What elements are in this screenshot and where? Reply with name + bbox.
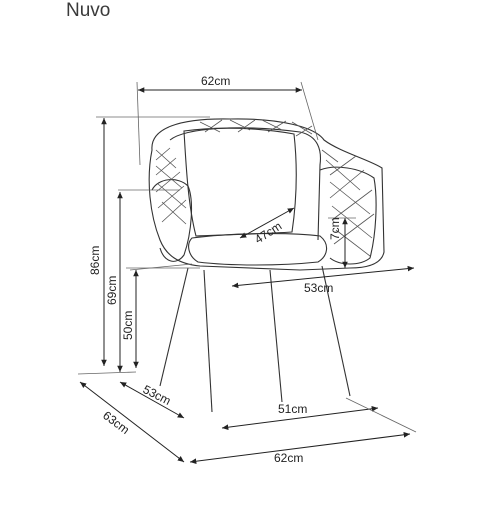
leg-back-left — [159, 267, 189, 387]
left-armrest — [151, 179, 192, 262]
leg-front-left — [203, 269, 213, 413]
backrest-shell — [148, 118, 385, 271]
leg-front-right — [269, 269, 283, 403]
dimension-lines — [77, 81, 417, 464]
label-armrest-height: 69cm — [105, 276, 119, 305]
label-bottom-width: 62cm — [274, 451, 303, 465]
label-top-width: 62cm — [201, 74, 230, 88]
label-legs-width: 51cm — [278, 402, 307, 416]
product-title: Nuvo — [66, 0, 111, 21]
chair-outline — [148, 118, 385, 413]
label-total-depth: 63cm — [100, 408, 132, 437]
label-backrest-cushion: 7cm — [328, 217, 342, 240]
label-seat-height: 50cm — [121, 311, 135, 340]
label-seat-width: 53cm — [304, 281, 333, 295]
seat-cushion-back — [183, 127, 297, 237]
shell-inner-edge — [169, 127, 322, 241]
label-total-height: 86cm — [88, 246, 102, 275]
weave-pattern — [155, 119, 375, 257]
label-legs-depth: 53cm — [141, 382, 174, 408]
right-armrest — [319, 166, 377, 265]
label-seat-depth: 47cm — [252, 219, 284, 247]
